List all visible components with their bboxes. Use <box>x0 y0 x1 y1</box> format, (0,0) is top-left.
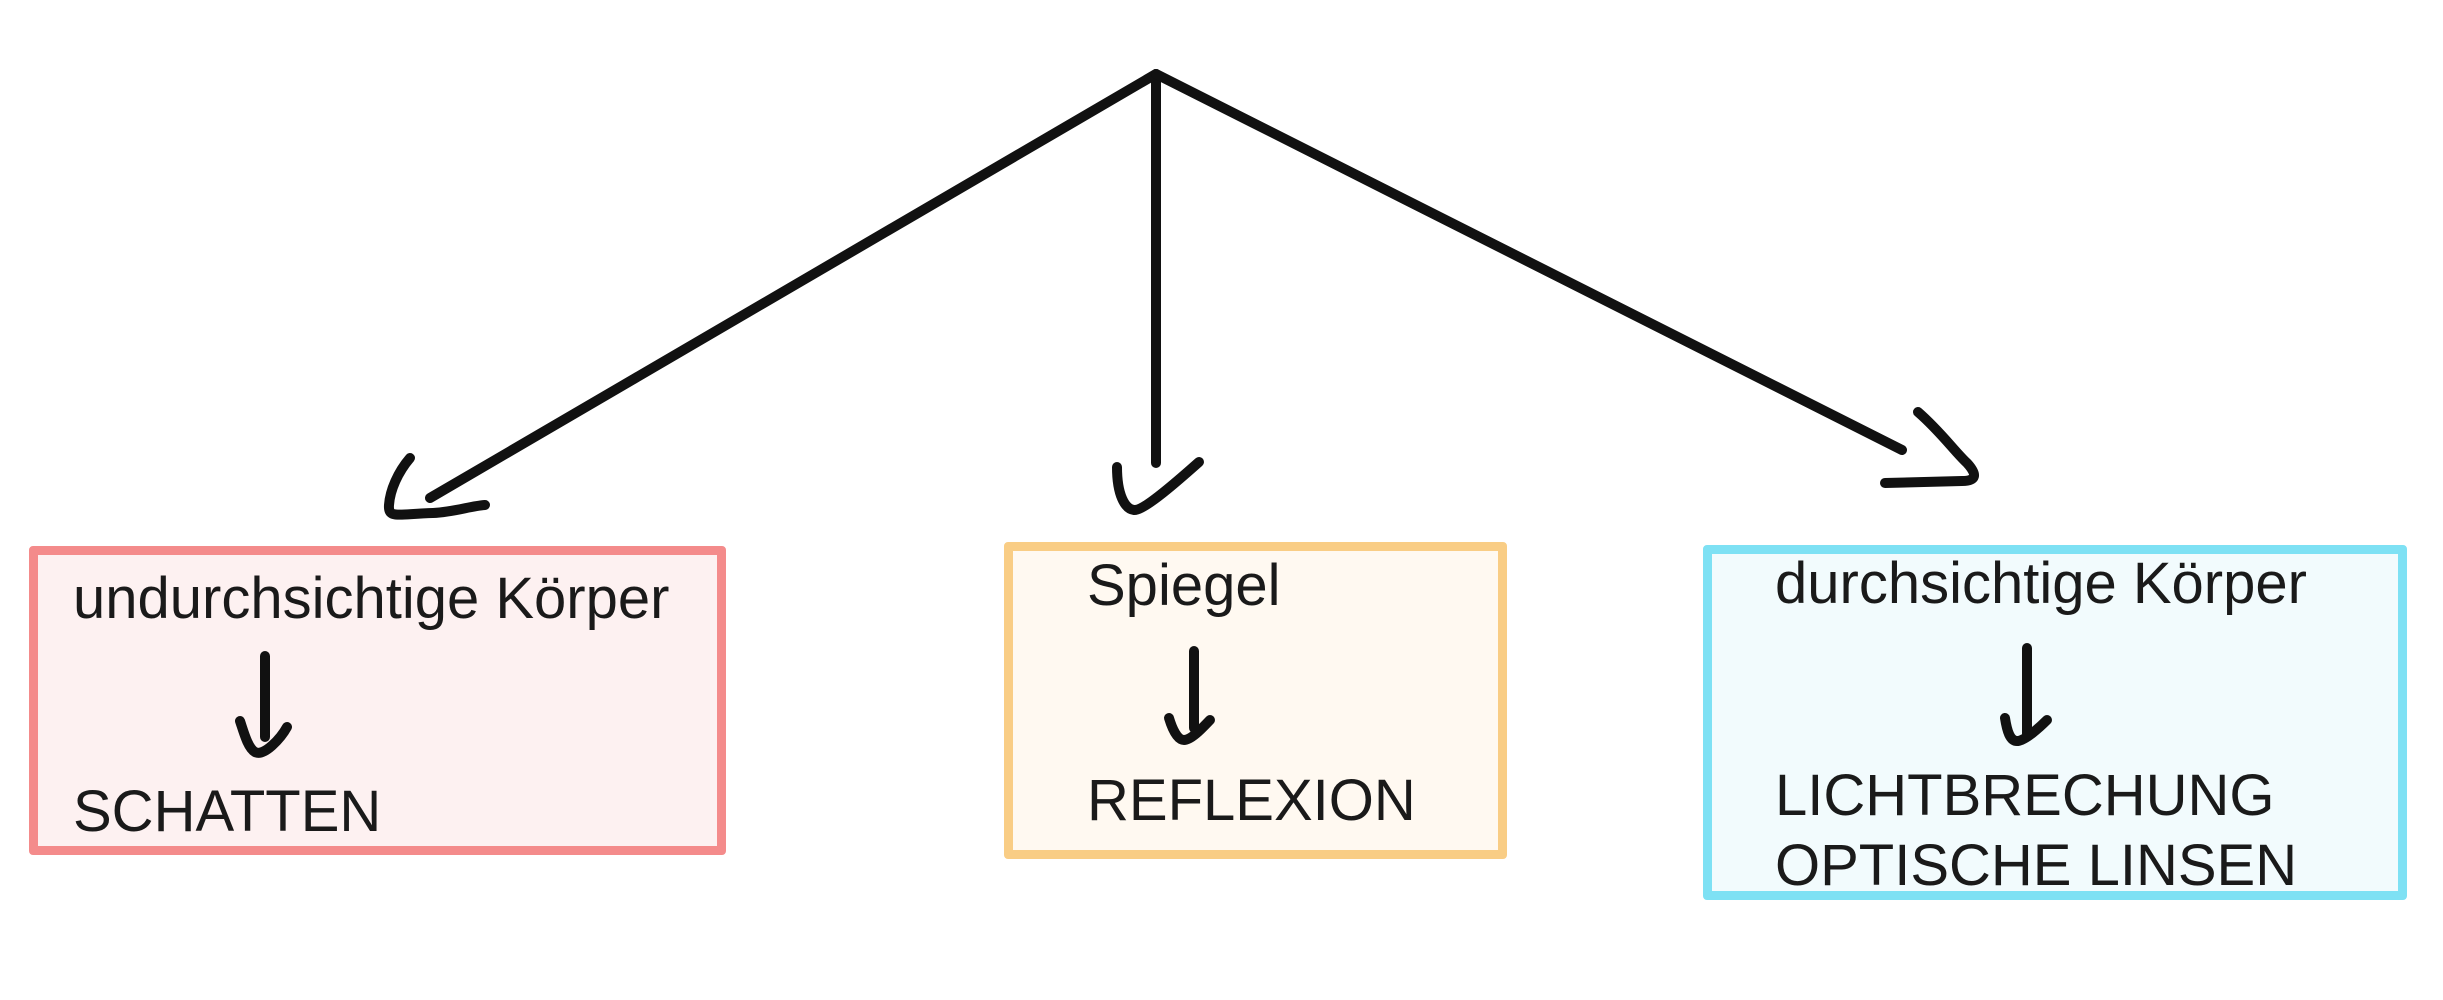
down-arrow-lichtbrechung <box>2000 643 2052 746</box>
topic-label-opaque: undurchsichtige Körper <box>73 566 670 631</box>
topic-label-mirror: Spiegel <box>1087 553 1281 618</box>
transparent-bodies-box <box>1703 545 2407 900</box>
down-arrow-reflexion <box>1164 646 1215 745</box>
result-label-optische-linsen: OPTISCHE LINSEN <box>1775 833 2298 898</box>
result-label-schatten: SCHATTEN <box>73 779 382 844</box>
result-label-reflexion: REFLEXION <box>1087 768 1416 833</box>
opaque-bodies-box <box>29 546 726 855</box>
branch-arrow-left-head <box>383 453 490 520</box>
branch-arrow-middle-head <box>1112 457 1204 515</box>
branch-arrow-right <box>1151 69 1907 455</box>
topic-label-transparent: durchsichtige Körper <box>1775 551 2307 616</box>
result-list-lichtbrechung: LICHTBRECHUNG OPTISCHE LINSEN <box>1775 761 2297 901</box>
result-list-reflexion: REFLEXION <box>1087 766 1416 836</box>
mirror-box <box>1004 542 1507 859</box>
branch-arrow-right-head <box>1880 407 1979 488</box>
branch-arrow-left <box>425 69 1161 503</box>
result-label-lichtbrechung: LICHTBRECHUNG <box>1775 763 2275 828</box>
result-list-schatten: SCHATTEN <box>73 777 381 847</box>
down-arrow-schatten <box>235 651 292 758</box>
